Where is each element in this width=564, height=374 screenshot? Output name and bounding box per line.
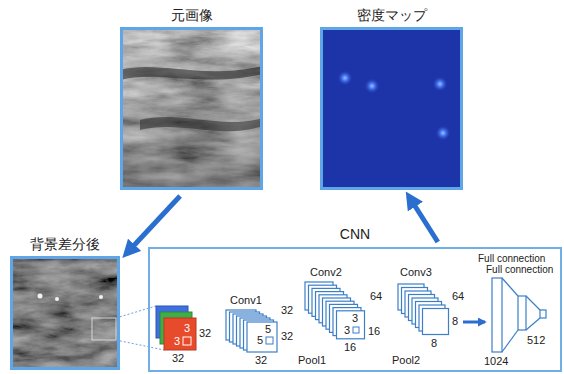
density-map [320,27,463,190]
layer-label: 3 [344,324,350,337]
kernel-square [353,327,359,333]
fc-layer [492,278,502,352]
conv2-stack [305,282,365,339]
layer-label: 8 [452,315,458,328]
layer-label: 5 [265,323,271,336]
image-panel: 密度マップ [320,27,463,190]
fc-layers [492,278,546,352]
patch-box [92,318,116,340]
panel-title: 背景差分後 [0,235,147,253]
rock-texture [120,27,263,190]
rock-photo [120,27,263,190]
layer-label: Pool1 [298,354,326,367]
layer-label: Conv2 [310,266,342,279]
density-dot [337,70,353,86]
layer-label: Conv1 [230,294,262,307]
object-blob [55,297,59,301]
layer-label: 1024 [484,355,508,368]
layer-label: 8 [431,337,437,350]
layer-label: 32 [281,330,293,343]
flow-arrow [409,196,438,242]
rock-layer [140,117,263,131]
rock-layer [120,66,263,80]
layer-label: 64 [370,290,382,303]
panel-title: CNN [120,225,564,243]
conv3-stack [398,284,449,335]
layer-label: 32 [199,327,211,340]
density-ground [320,27,463,190]
layer-label: Pool2 [392,354,420,367]
fc-link [526,318,540,330]
image-panel: 背景差分後 [10,256,120,370]
output-unit [540,310,546,318]
fc-layer [518,296,526,330]
layer-label: 512 [527,334,545,347]
layer-label: 3 [174,335,180,348]
layer-label: 64 [452,290,464,303]
object-blob [38,294,43,299]
feature-map [247,322,277,352]
object-blob [99,295,103,299]
rock-shade [120,27,263,190]
rock-texture [10,256,120,370]
layer-label: 3 [352,312,358,325]
feature-map [337,311,365,339]
flow-arrow [126,196,180,254]
fc-link [526,296,540,310]
flow-arrow-small [463,321,485,324]
layer-label: 16 [344,341,356,354]
input-stack [156,306,196,350]
layer-label: 5 [257,334,263,347]
density-dot [364,78,380,94]
layer-label: 16 [368,325,380,338]
patch-leader [116,340,164,350]
image-panel: 元画像 [120,27,263,190]
patch-leader [116,306,156,318]
layer-label: Full connection [478,252,545,265]
density-dot [435,125,451,141]
layer-label: 32 [281,304,293,317]
conv1-stack [226,310,277,352]
subtracted-photo [10,256,120,370]
red-channel [164,318,196,350]
layer-label: Conv3 [400,266,432,279]
kernel-square [266,337,273,344]
panel-title: 密度マップ [293,6,490,24]
rock-shade [10,256,120,370]
feature-map [423,309,449,335]
layer-label: Full connection [486,263,553,276]
panel-title: 元画像 [93,6,290,24]
fc-link [502,278,518,296]
layer-label: 32 [172,352,184,365]
fc-link [502,330,518,352]
layer-label: 3 [184,322,190,335]
layer-label: 32 [255,354,267,367]
density-dot [432,76,448,92]
kernel-square [183,337,191,345]
